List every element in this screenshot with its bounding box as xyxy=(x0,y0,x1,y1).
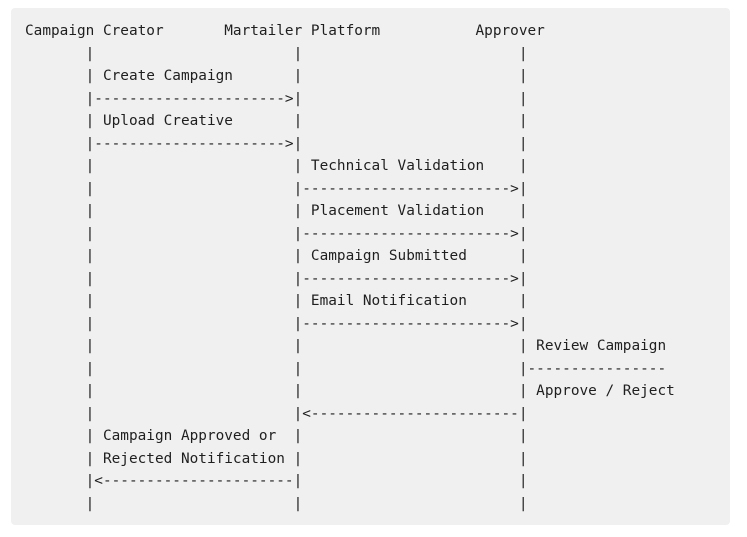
message-label-review-campaign: | | | Review Campaign xyxy=(25,338,667,354)
message-label-notification: | Rejected Notification | | xyxy=(25,450,528,467)
message-label-approved-or-rejected: | Campaign Approved or | | xyxy=(25,428,528,444)
message-label-technical-validation: | | Technical Validation | xyxy=(25,158,528,174)
arrow-platform-to-approver: | |------------------------>| xyxy=(25,225,528,242)
arrow-creator-to-platform: |---------------------->| | xyxy=(25,135,528,152)
arrow-platform-to-creator: |<----------------------| | xyxy=(25,473,528,489)
message-label-approve-reject: | | | Approve / Reject xyxy=(25,383,675,399)
message-label-campaign-submitted: | | Campaign Submitted | xyxy=(25,248,528,264)
message-label-email-notification: | | Email Notification | xyxy=(25,293,528,309)
arrow-approver-to-platform: | |<------------------------| xyxy=(25,405,528,422)
self-action-line: | | |---------------- xyxy=(25,360,667,377)
arrow-platform-to-approver: | |------------------------>| xyxy=(25,315,528,332)
message-label-placement-validation: | | Placement Validation | xyxy=(25,203,528,219)
message-label-upload-creative: | Upload Creative | | xyxy=(25,113,528,129)
code-block-panel: Campaign Creator Martailer Platform Appr… xyxy=(11,8,730,525)
arrow-creator-to-platform: |---------------------->| | xyxy=(25,90,528,107)
lifeline-row: | | | xyxy=(25,495,528,512)
sequence-diagram: Campaign Creator Martailer Platform Appr… xyxy=(25,20,675,515)
lifeline-row: | | | xyxy=(25,45,528,62)
participants-header: Campaign Creator Martailer Platform Appr… xyxy=(25,23,545,39)
arrow-platform-to-approver: | |------------------------>| xyxy=(25,180,528,197)
message-label-create-campaign: | Create Campaign | | xyxy=(25,68,528,84)
arrow-platform-to-approver: | |------------------------>| xyxy=(25,270,528,287)
